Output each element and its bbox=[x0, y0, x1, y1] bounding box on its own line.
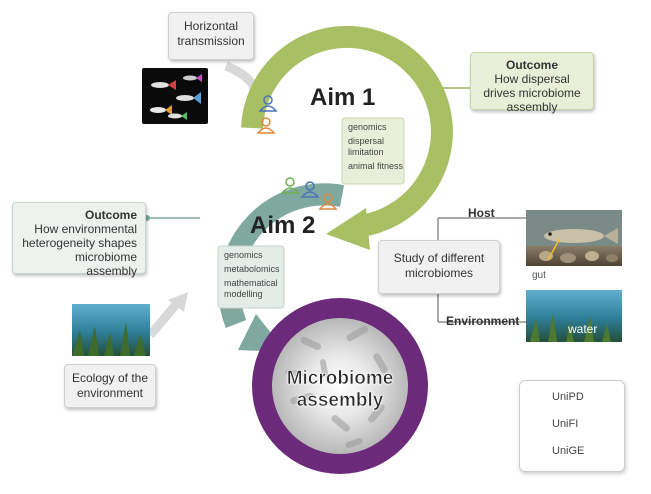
outcome1-title: Outcome bbox=[505, 58, 558, 72]
host-fish-gut-photo bbox=[526, 210, 622, 266]
outcome2-text: How environmental heterogeneity shapes m… bbox=[22, 222, 137, 278]
ecology-pond-photo bbox=[72, 304, 150, 356]
aim2-keyword: mathematical modelling bbox=[224, 278, 278, 299]
aim2-title: Aim 2 bbox=[250, 212, 316, 239]
ecology-arrow-head bbox=[168, 292, 188, 312]
horizontal-transmission-label: Horizontal transmission bbox=[177, 19, 245, 48]
aim2-keywords: genomics metabolomics mathematical model… bbox=[224, 250, 284, 303]
environment-water-photo bbox=[526, 290, 622, 342]
aim1-unifi-person-icon bbox=[258, 95, 278, 112]
aim1-keywords: genomics dispersal limitation animal fit… bbox=[348, 122, 404, 175]
legend-unipd-label: UniPD bbox=[552, 391, 584, 403]
microbiome-title-line1: Microbiome bbox=[286, 368, 394, 390]
outcome1-text: How dispersal drives microbiome assembly bbox=[483, 72, 581, 114]
study-box: Study of different microbiomes bbox=[378, 240, 500, 294]
aim1-arrow-head bbox=[326, 208, 370, 250]
microbiome-assembly-title: Microbiome assembly bbox=[275, 368, 405, 412]
legend: UniPD UniFI UniGE bbox=[519, 380, 625, 472]
environment-label: Environment bbox=[446, 314, 520, 328]
aim1-title: Aim 1 bbox=[310, 84, 376, 111]
outcome2-title: Outcome bbox=[84, 208, 137, 222]
aim2-unifi-person-icon bbox=[300, 181, 320, 198]
aim1-unipd-person-icon bbox=[256, 117, 276, 134]
aim2-keyword: genomics bbox=[224, 250, 263, 260]
aim2-unige-person-icon bbox=[280, 177, 300, 194]
ecology-box: Ecology of the environment bbox=[64, 364, 156, 408]
host-label: Host bbox=[468, 206, 495, 220]
study-label: Study of different microbiomes bbox=[393, 251, 485, 280]
aim1-keyword-panel bbox=[341, 117, 405, 185]
legend-unifi-label: UniFI bbox=[552, 418, 579, 430]
legend-unige-label: UniGE bbox=[552, 445, 585, 457]
ecology-label: Ecology of the environment bbox=[71, 371, 149, 400]
horizontal-transmission-box: Horizontal transmission bbox=[168, 12, 254, 60]
aim2-unipd-person-icon bbox=[318, 193, 338, 210]
gut-label: gut bbox=[532, 270, 546, 281]
ecology-arrow-shaft bbox=[146, 299, 182, 338]
outcome2-box: Outcome How environmental heterogeneity … bbox=[12, 202, 146, 278]
aim2-keyword-panel bbox=[217, 245, 285, 309]
aim1-keyword: animal fitness bbox=[348, 161, 404, 171]
aim1-arc bbox=[241, 25, 453, 237]
aim1-keyword: dispersal limitation bbox=[348, 136, 385, 157]
guppy-fish-photo bbox=[142, 68, 208, 124]
aim2-keyword: metabolomics bbox=[224, 264, 280, 274]
aim1-keyword: genomics bbox=[348, 122, 387, 132]
outcome1-box: Outcome How dispersal drives microbiome … bbox=[470, 52, 594, 114]
water-label: water bbox=[568, 322, 598, 336]
bacteria-shapes bbox=[285, 325, 388, 449]
microbiome-title-line2: assembly bbox=[296, 390, 384, 412]
